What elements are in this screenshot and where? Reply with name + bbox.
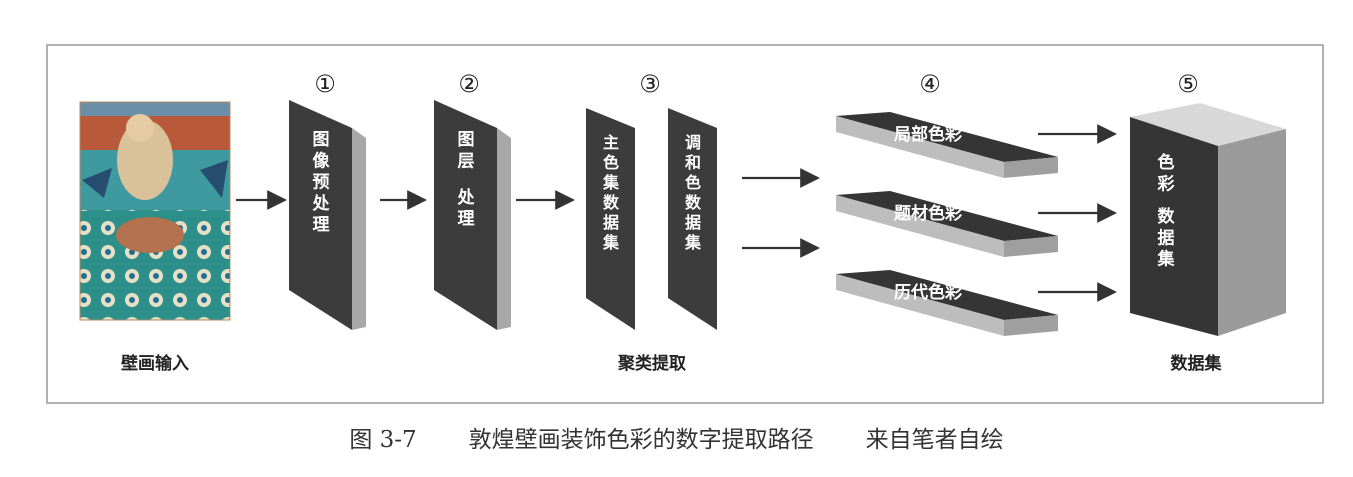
step-2-number: ② [458,70,480,98]
step-3-panel-harmony-colors-text: 调和色数据集 [684,133,702,252]
step-4-slab-historic: 历代色彩 [836,270,1058,336]
step-3-panel-main-colors: 主色集数据集 [586,108,635,330]
mural-image [79,101,231,321]
step-3-label: 聚类提取 [617,353,686,374]
step-4-number: ④ [919,70,941,98]
step-1-number: ① [314,70,336,98]
step-2-panel: 图层处理 [434,100,511,330]
figure-number: 图 3-7 [349,427,417,453]
figure-source: 来自笔者自绘 [865,427,1004,453]
slab-historic-label: 历代色彩 [894,282,962,303]
step-1-panel: 图像预处理 [289,100,366,330]
slab-theme-label: 题材色彩 [894,203,962,224]
figure-caption: 图 3-7 敦煌壁画装饰色彩的数字提取路径 来自笔者自绘 [0,420,1353,454]
step-1-panel-text: 图像预处理 [312,130,331,235]
step-3-panel-main-colors-text: 主色集数据集 [602,133,620,252]
step-5-dataset-box: 色彩 数据集 [1130,103,1286,336]
box-text-color: 色彩 [1157,152,1175,194]
box-text-dataset: 数据集 [1157,206,1176,270]
step-4-slab-theme: 题材色彩 [836,191,1058,257]
step-5-label: 数据集 [1171,353,1223,374]
slab-local-label: 局部色彩 [894,124,962,145]
step-3-panel-harmony-colors: 调和色数据集 [668,108,717,330]
figure-title: 敦煌壁画装饰色彩的数字提取路径 [468,427,814,453]
step-2-panel-text: 图层处理 [457,130,476,229]
step-5-number: ⑤ [1177,70,1199,98]
step-3-number: ③ [639,70,661,98]
input-label: 壁画输入 [121,353,189,374]
step-4-slab-local: 局部色彩 [836,112,1058,178]
